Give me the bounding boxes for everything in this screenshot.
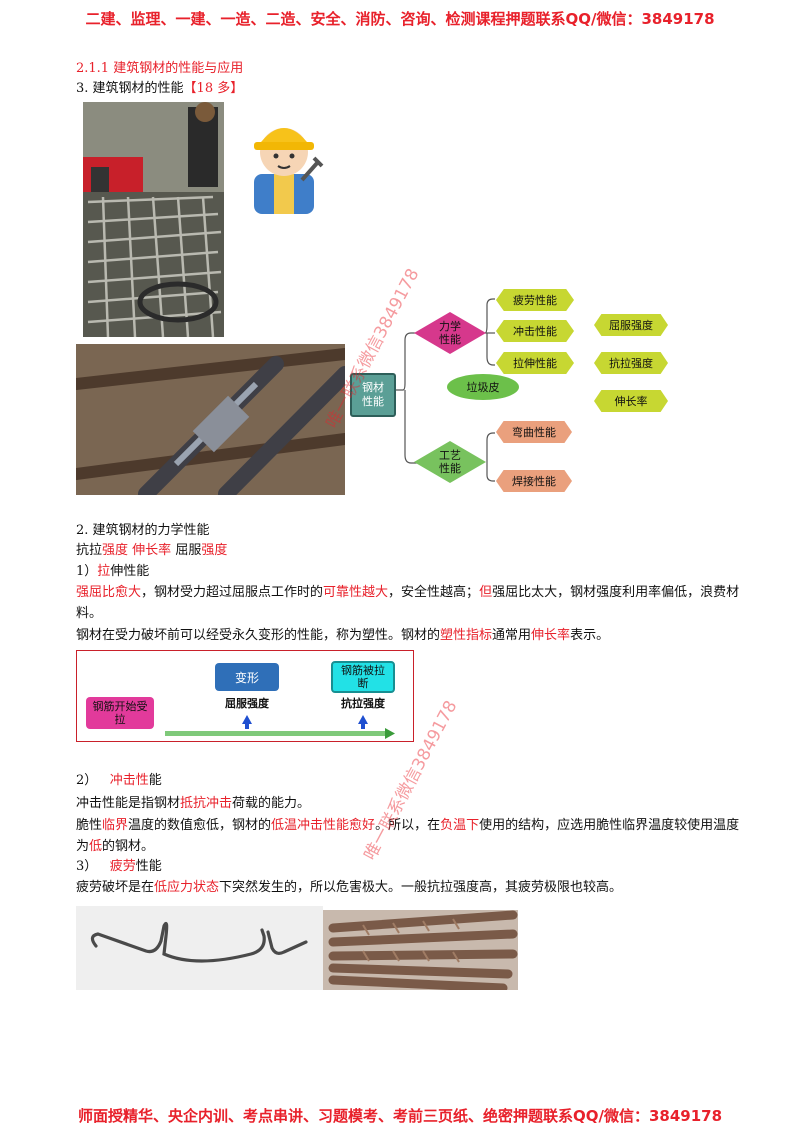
rebar-cage-photo bbox=[83, 102, 224, 337]
paragraph-plasticity: 钢材在受力破坏前可以经受永久变形的性能，称为塑性。钢材的塑性指标通常用伸长率表示… bbox=[76, 625, 748, 646]
subheading-fatigue: 3） 疲劳性能 bbox=[76, 857, 162, 877]
prop-yield: 屈服 bbox=[175, 543, 202, 558]
footer-banner: 师面授精华、央企内训、考点串讲、习题模考、考前三页纸、绝密押题联系QQ/微信：3… bbox=[77, 1107, 723, 1125]
bent-wire-photo bbox=[76, 906, 323, 990]
mindmap-fatigue: 疲劳性能 bbox=[496, 289, 574, 311]
text: 。所以，在 bbox=[375, 818, 441, 833]
section-title: 2.1.1 建筑钢材的性能与应用 bbox=[76, 61, 244, 76]
diagram-ultimate-label: 抗拉强度 bbox=[341, 697, 385, 710]
mindmap-ultimate: 抗拉强度 bbox=[594, 352, 668, 374]
text: 疲劳破坏是在 bbox=[76, 880, 155, 895]
text-red: 低温冲击性能愈好 bbox=[271, 818, 376, 833]
text: 荷载的能力。 bbox=[232, 796, 311, 811]
heading-mechanical: 2. 建筑钢材的力学性能 bbox=[76, 523, 210, 538]
text: 温度的数值愈低，钢材的 bbox=[128, 818, 272, 833]
paragraph-fatigue: 疲劳破坏是在低应力状态下突然发生的，所以危害极大。一般抗拉强度高，其疲劳极限也较… bbox=[76, 877, 748, 898]
diagram-deform-box: 变形 bbox=[215, 663, 279, 691]
text: 使用的结构，应选用脆性临界温度较使用温度为 bbox=[76, 818, 740, 854]
subheading-red: 疲劳 bbox=[109, 859, 136, 874]
prop-elongation: 伸长率 bbox=[132, 543, 172, 558]
subheading-num: 1） bbox=[76, 564, 98, 579]
heading-tag: 【18 多】 bbox=[183, 81, 244, 96]
diagram-start-box: 钢筋开始受拉 bbox=[86, 697, 154, 729]
text: 强屈比太大，钢材强度利用率偏低，浪费材料。 bbox=[76, 585, 740, 621]
text: 脆性 bbox=[76, 818, 103, 833]
text: 的钢材。 bbox=[102, 839, 155, 854]
subheading-num: 2） bbox=[76, 773, 98, 788]
mindmap-yield: 屈服强度 bbox=[594, 314, 668, 336]
mindmap-tensile: 拉伸性能 bbox=[496, 352, 574, 374]
text-red: 低 bbox=[89, 839, 103, 854]
tensile-process-diagram: 钢筋开始受拉 变形 钢筋被拉断 屈服强度 抗拉强度 bbox=[76, 650, 414, 742]
subheading-impact: 2） 冲击性能 bbox=[76, 771, 162, 791]
prop-tensile: 抗拉 bbox=[76, 543, 103, 558]
mindmap-impact: 冲击性能 bbox=[496, 320, 574, 342]
header-banner: 二建、监理、一建、一造、二造、安全、消防、咨询、检测课程押题联系QQ/微信：38… bbox=[85, 10, 715, 28]
mindmap-trash-cloud: 垃圾皮 bbox=[447, 374, 519, 400]
subheading-num: 3） bbox=[76, 859, 98, 874]
paragraph-strength-ratio: 强屈比愈大，钢材受力超过屈服点工作时的可靠性越大，安全性越高；但强屈比太大，钢材… bbox=[76, 582, 748, 624]
text-red: 低应力状态 bbox=[154, 880, 220, 895]
text: ，安全性越高； bbox=[388, 585, 480, 600]
ribbed-rebar-photo bbox=[323, 910, 518, 990]
text-red: 伸长率 bbox=[531, 628, 571, 643]
text: 下突然发生的，所以危害极大。一般抗拉强度高，其疲劳极限也较高。 bbox=[219, 880, 623, 895]
diagram-yield-label: 屈服强度 bbox=[225, 697, 269, 710]
construction-worker-icon bbox=[242, 110, 324, 214]
prop-tensile-strength: 强度 bbox=[102, 543, 129, 558]
heading-text: 3. 建筑钢材的性能 bbox=[76, 81, 184, 96]
mindmap-welding: 焊接性能 bbox=[496, 470, 572, 492]
text: 冲击性能是指钢材 bbox=[76, 796, 181, 811]
property-list: 抗拉强度 伸长率 屈服强度 bbox=[76, 541, 227, 561]
paragraph-impact: 冲击性能是指钢材抵抗冲击荷载的能力。 bbox=[76, 793, 748, 814]
text-red: 塑性指标 bbox=[440, 628, 493, 643]
heading-steel-properties: 3. 建筑钢材的性能【18 多】 bbox=[76, 79, 243, 99]
text-red: 抵抗冲击 bbox=[180, 796, 233, 811]
diagram-snap-box: 钢筋被拉断 bbox=[331, 661, 395, 693]
paragraph-brittle-temp: 脆性临界温度的数值愈低，钢材的低温冲击性能愈好。所以，在负温下使用的结构，应选用… bbox=[76, 815, 748, 857]
text-red: 但 bbox=[479, 585, 493, 600]
text-red: 可靠性越大 bbox=[323, 585, 389, 600]
subheading-text: 性能 bbox=[135, 859, 162, 874]
diagram-arrows bbox=[165, 715, 395, 739]
mindmap-elongation: 伸长率 bbox=[594, 390, 668, 412]
mindmap-root: 钢材性能 bbox=[350, 373, 396, 417]
prop-yield-strength: 强度 bbox=[201, 543, 228, 558]
mindmap-connectors bbox=[396, 298, 495, 482]
subheading-text: 能 bbox=[148, 773, 162, 788]
subheading-red: 拉 bbox=[97, 564, 111, 579]
welded-rebar-photo bbox=[76, 344, 345, 495]
text-red: 强屈比愈大 bbox=[76, 585, 142, 600]
text: 通常用 bbox=[492, 628, 532, 643]
text: 钢材在受力破坏前可以经受永久变形的性能，称为塑性。钢材的 bbox=[76, 628, 441, 643]
subheading-tensile: 1）拉伸性能 bbox=[76, 562, 149, 582]
text-red: 负温下 bbox=[440, 818, 480, 833]
text: 表示。 bbox=[570, 628, 610, 643]
subheading-red: 冲击性 bbox=[109, 773, 149, 788]
text: ，钢材受力超过屈服点工作时的 bbox=[141, 585, 324, 600]
text-red: 临界 bbox=[102, 818, 129, 833]
mindmap-bending: 弯曲性能 bbox=[496, 421, 572, 443]
subheading-text: 伸性能 bbox=[110, 564, 150, 579]
